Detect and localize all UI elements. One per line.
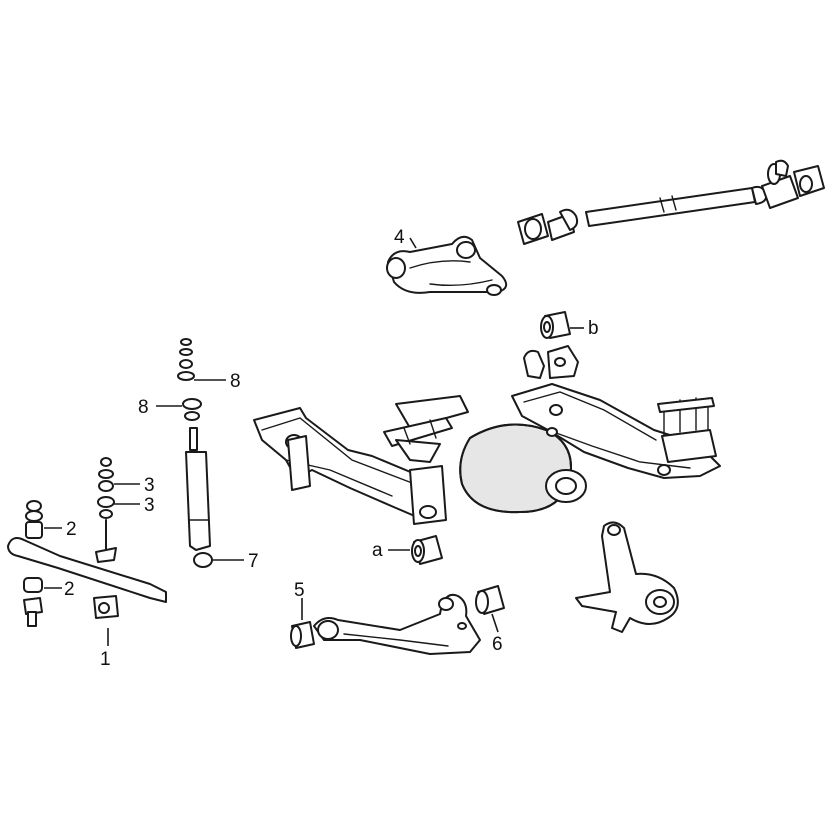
- mounting-brackets: [523, 345, 579, 379]
- bushing-a: [411, 535, 443, 565]
- leader-lines: [44, 237, 584, 646]
- bar-bushings: [23, 500, 119, 627]
- callout-2-lower: 2: [64, 579, 75, 600]
- callout-2-upper: 2: [66, 519, 77, 540]
- tie-rod-assembly: [517, 159, 825, 245]
- callout-3-upper: 3: [144, 475, 155, 496]
- callout-4: 4: [394, 227, 405, 248]
- callout-7: 7: [248, 551, 259, 572]
- shock-absorber: [177, 338, 213, 568]
- callout-b: b: [588, 318, 599, 339]
- subframe: [253, 383, 721, 525]
- callout-1: 1: [100, 649, 111, 670]
- steering-knuckle: [575, 521, 679, 633]
- callout-labels: 1 2 2 3 3 4 5 6 7 8 8 a b: [64, 227, 599, 670]
- callout-8-lower: 8: [138, 397, 149, 418]
- callout-6: 6: [492, 634, 503, 655]
- stabilizer-link: [95, 457, 117, 563]
- callout-3-lower: 3: [144, 495, 155, 516]
- callout-a: a: [372, 540, 383, 561]
- stabilizer-bar: [7, 537, 167, 603]
- bushing-b: [540, 311, 571, 339]
- lower-control-arm: [290, 585, 505, 655]
- callout-8-upper: 8: [230, 371, 241, 392]
- callout-5: 5: [294, 580, 305, 601]
- upper-control-arm: [386, 235, 508, 296]
